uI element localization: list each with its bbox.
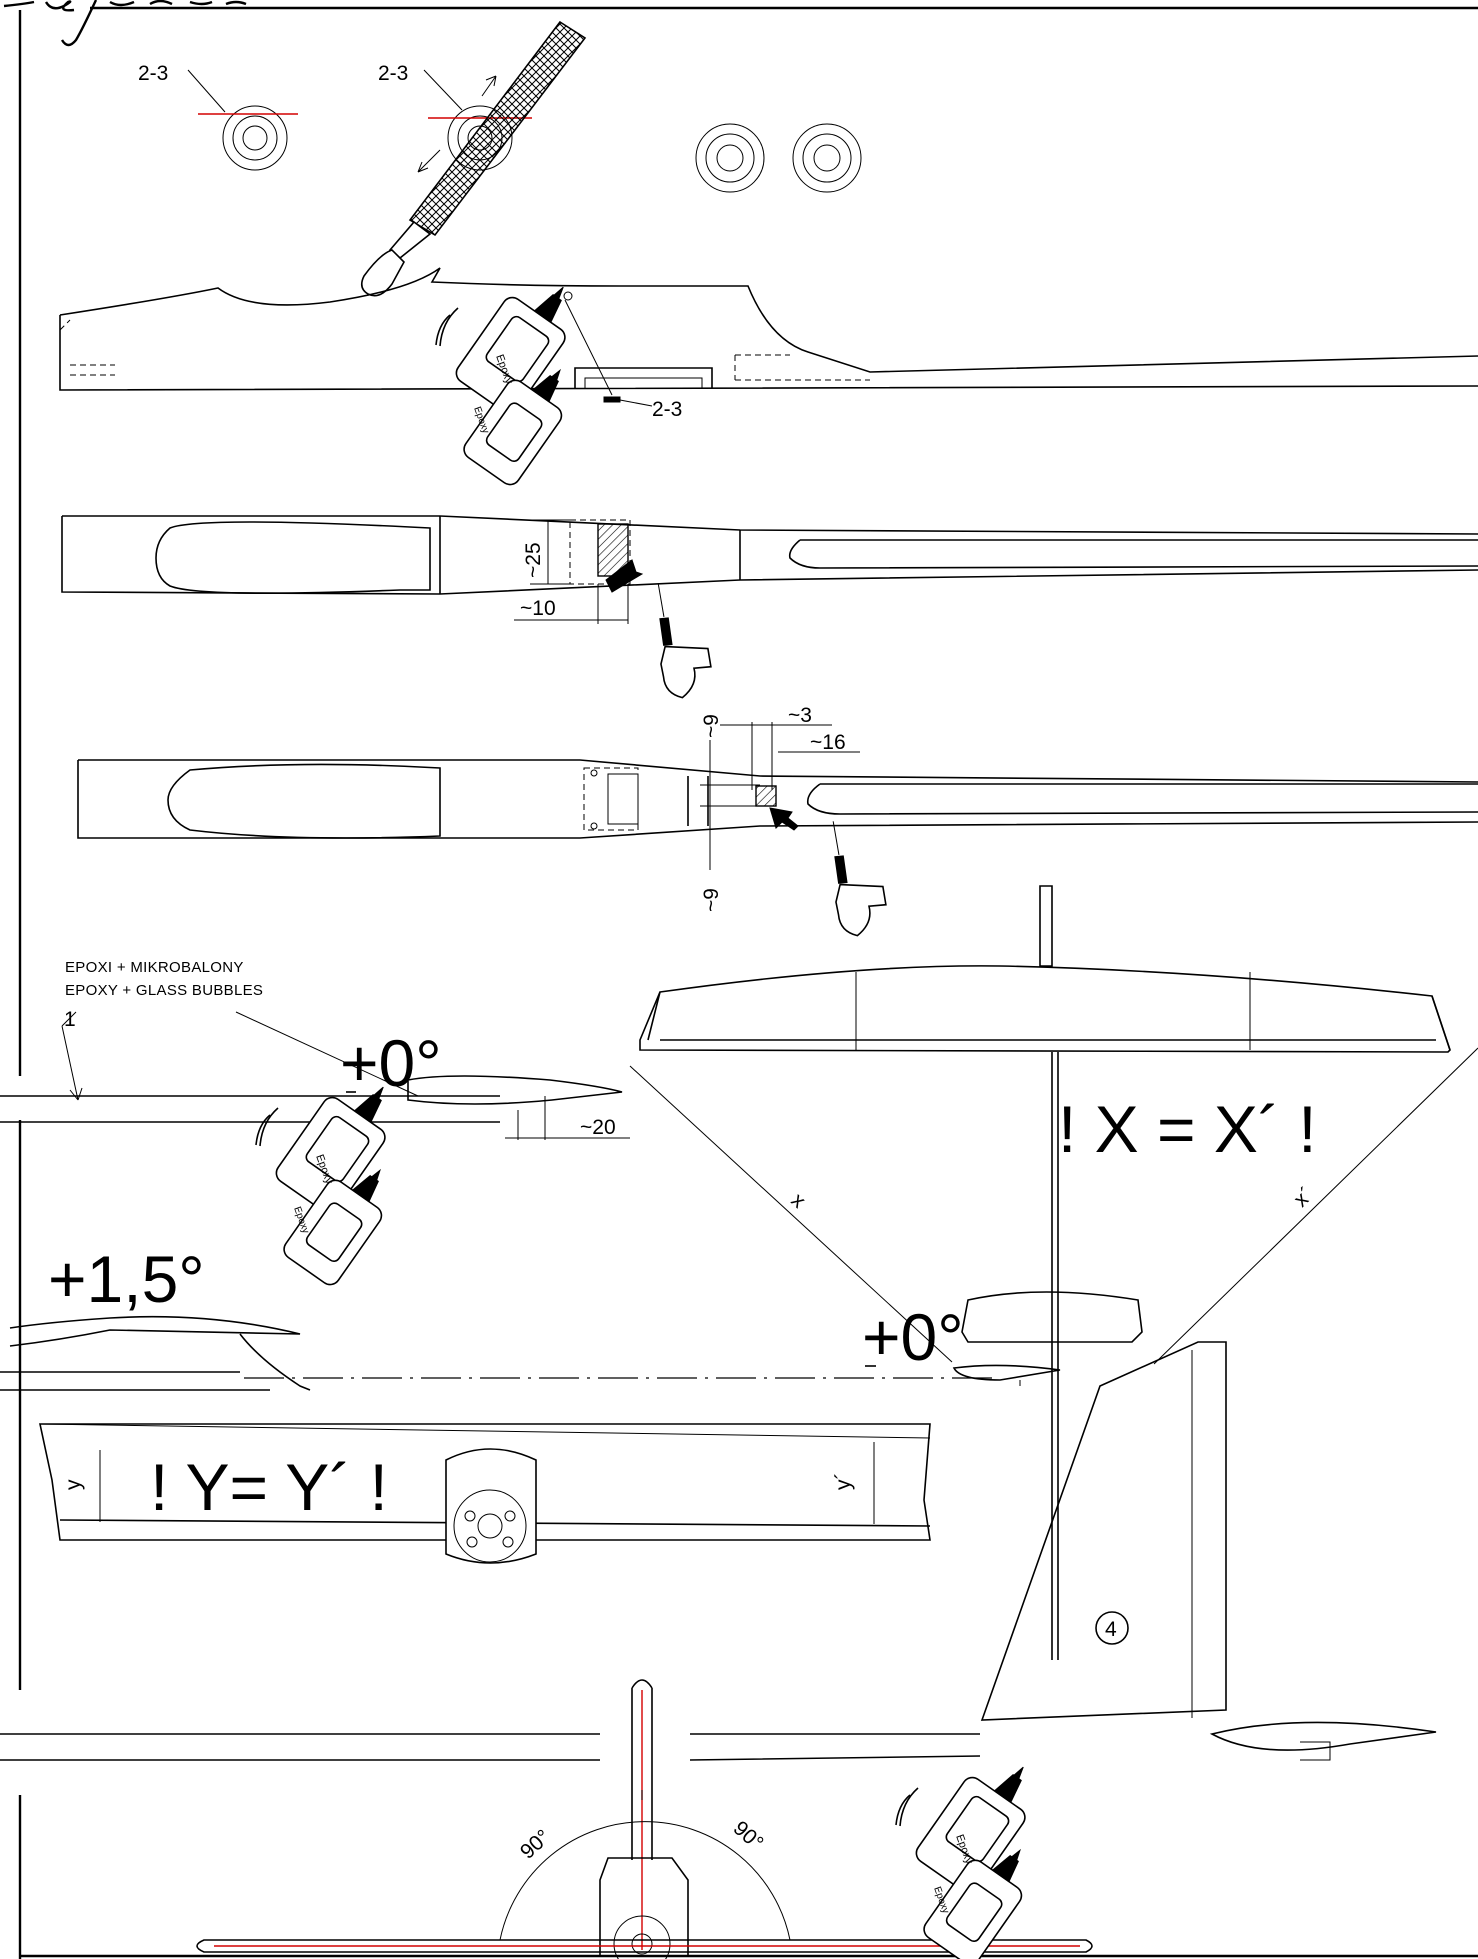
label-y: y [62, 1479, 85, 1490]
step5-stab-incidence: EPOXI + MIKROBALONY EPOXY + GLASS BUBBLE… [0, 959, 630, 1290]
note-epoxi-mikrobalony: EPOXI + MIKROBALONY [65, 959, 244, 976]
stab-angle-plus-0: +0° [862, 1300, 964, 1374]
glue-syringe-icon-2 [784, 820, 906, 941]
step2-fuselage-side: 2-3 Epoxy Epoxy [59, 263, 1478, 490]
dim-2-3-left: 2-3 [138, 62, 168, 85]
dim-20: ~20 [580, 1116, 616, 1139]
angle-plus-0: +0° [340, 1026, 442, 1100]
step4-fuselage-top: ~9 ~9 ~3 ~16 [77, 704, 1478, 941]
angle-90-left: 90° [516, 1825, 555, 1863]
step3-fuselage-top: ~25 ~10 [61, 515, 1478, 703]
part-number-4: 4 [1105, 1618, 1117, 1641]
rule-x-equals-x-prime: ! X = X´ ! [1058, 1092, 1317, 1166]
step1-nut-left: 2-3 [138, 62, 298, 171]
label-x-prime: x´ [1289, 1183, 1318, 1212]
label-y-prime: y´ [832, 1473, 855, 1491]
epoxy-bottles-icon-3: Epoxy Epoxy [878, 1743, 1085, 1959]
leader-1: 1 [64, 1008, 76, 1031]
epoxy-bottles-icon: Epoxy Epoxy [418, 263, 625, 490]
rule-y-equals-y-prime: ! Y= Y´ ! [150, 1450, 388, 1524]
dim-height-25: ~25 [522, 542, 545, 578]
dim-bottom-9: ~9 [700, 888, 723, 912]
step7-wing-incidence: +1,5° [0, 1242, 311, 1391]
step1-nut-right-with-file: 2-3 [360, 20, 587, 297]
dim-2-3-right: 2-3 [378, 62, 408, 85]
step8-wing-rear-alignment: y y´ ! Y= Y´ ! [39, 1423, 931, 1564]
angle-90-right: 90° [729, 1817, 768, 1855]
dim-mount-2-3: 2-3 [652, 398, 682, 421]
header-signature [3, 0, 247, 47]
angle-plus-1-5: +1,5° [48, 1242, 205, 1316]
label-x: x [787, 1189, 811, 1213]
motor-front-icon [445, 1448, 537, 1564]
dim-3: ~3 [788, 704, 812, 727]
dim-16: ~16 [810, 731, 846, 754]
dim-length-10: ~10 [520, 597, 556, 620]
note-epoxy-glass-bubbles: EPOXY + GLASS BUBBLES [65, 982, 263, 999]
dim-top-9: ~9 [700, 714, 723, 738]
needle-file-icon [360, 20, 587, 297]
step6-wing-alignment: x x´ ! X = X´ ! +0° [244, 885, 1478, 1660]
step1-nut-pair [695, 123, 862, 193]
